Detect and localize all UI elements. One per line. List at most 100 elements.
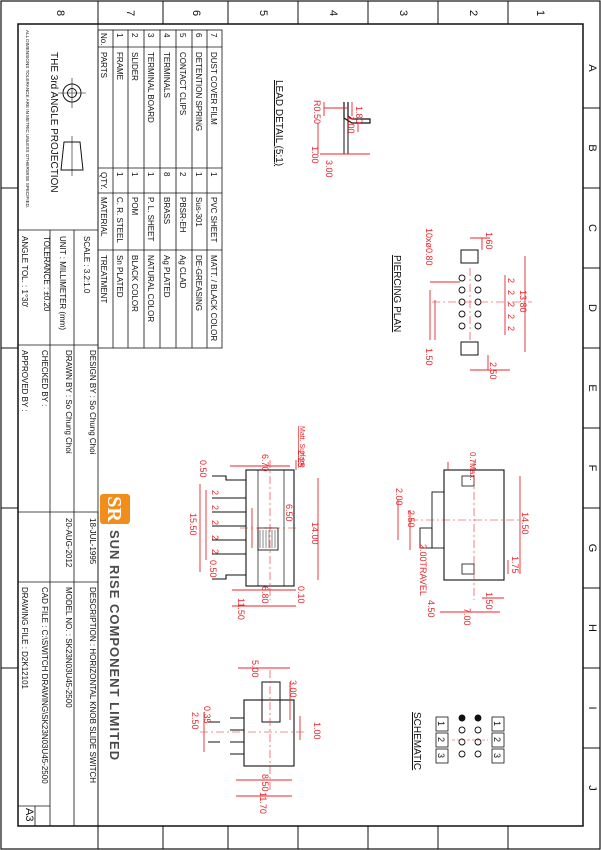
lead-dim-100a: 1.00 — [346, 116, 356, 134]
pierce-hole — [458, 274, 466, 282]
bottom-dim-1170: 11.70 — [258, 792, 268, 814]
zone-labels-top: 8 7 6 5 4 3 2 1 — [54, 10, 546, 16]
zone-8: 8 — [54, 10, 66, 16]
side-view — [199, 460, 319, 607]
approved-by: APPROVED BY : — [20, 350, 29, 412]
projection-note: ALL DIMENSIONS TOLERANCE ARE IN METRIC U… — [25, 30, 30, 208]
parts-cell: TERMINALS — [162, 52, 171, 98]
pierce-dim-holes: 10xø0.80 — [424, 228, 434, 266]
pierce-dim-1380: 13.80 — [518, 290, 528, 313]
parts-cell: 1 — [146, 172, 155, 177]
parts-table-header: No. PARTS QTY. MATERIAL TREATMENT — [99, 33, 108, 303]
pierce-dim-160: 1.60 — [484, 232, 494, 250]
date-drawn: 20-AUG-2012 — [64, 518, 73, 568]
pierce-dim-150: 1.50 — [424, 348, 434, 366]
unit-text: UNIT : MILLIMETER (mm) — [58, 236, 67, 330]
pierce-hole — [474, 322, 482, 330]
parts-cell: 2 — [130, 33, 139, 38]
side-pitch: 2 — [210, 490, 220, 495]
col-treatment: TREATMENT — [99, 255, 108, 303]
title-block — [18, 24, 99, 826]
parts-cell: SLIDER — [130, 52, 139, 81]
matt-surface-label: Matt. Surface — [298, 426, 305, 468]
col-parts: PARTS — [99, 52, 108, 78]
zone-4: 4 — [327, 10, 339, 16]
side-dim-010: 0.10 — [296, 586, 306, 604]
zone-g: G — [586, 544, 598, 553]
model-no: MODEL NO. : SK23N03U45-2500 — [64, 587, 73, 708]
pierce-pitch: 2 — [506, 290, 516, 295]
company-logo: SR — [100, 494, 130, 524]
side-dim-1150: 11.50 — [236, 598, 246, 620]
zone-2: 2 — [467, 10, 479, 16]
lead-dim-r050: R0.50 — [312, 100, 322, 124]
bottom-view — [200, 667, 306, 797]
bottom-dim-250: 2.50 — [190, 712, 200, 730]
parts-cell: FRAME — [115, 52, 124, 80]
parts-cell: Sn PLATED — [115, 255, 124, 298]
side-pitch-labels: 2 2 2 2 2 — [210, 490, 220, 554]
pierce-dim-250: 2.50 — [488, 362, 498, 380]
parts-cell: C. R. STEEL — [115, 197, 124, 243]
parts-cell: BRASS — [162, 197, 171, 224]
piercing-title: PIERCING PLAN — [391, 255, 402, 332]
zone-1: 1 — [534, 10, 546, 16]
parts-cell: PBSR-EH — [178, 197, 187, 233]
zone-e: E — [586, 384, 598, 391]
pierce-pitch: 2 — [506, 326, 516, 331]
front-dim-150: 1.50 — [484, 592, 494, 610]
bottom-dim-300: 3.00 — [288, 680, 298, 698]
schematic-contact — [458, 726, 466, 734]
schematic-contact — [458, 750, 466, 758]
front-dim-250: 2.50 — [406, 510, 416, 528]
pierce-pitch-labels: 2 2 2 2 2 — [506, 278, 516, 331]
zone-j: J — [586, 785, 598, 791]
schematic-contact — [474, 726, 482, 734]
schematic-contact — [458, 738, 466, 746]
front-view — [397, 460, 521, 613]
front-dim-175: 1.75 — [510, 556, 520, 574]
side-dim-1550: 15.50 — [188, 513, 198, 536]
parts-cell: Ag CLAD — [178, 255, 187, 289]
schem-label: 3 — [492, 753, 502, 758]
schematic-contact — [474, 750, 482, 758]
pierce-hole — [474, 310, 482, 318]
projection-symbol — [58, 78, 86, 176]
parts-cell: BLACK COLOR — [130, 255, 139, 312]
date-design: 18-JUL-1995 — [88, 518, 97, 565]
parts-cell: CONTACT CLIPS — [178, 52, 187, 115]
pierce-hole — [458, 286, 466, 294]
tolerance-line: TOLERANCE : ±0.20 — [42, 236, 51, 312]
side-dim-670: 6.70 — [260, 454, 270, 472]
drawn-by: DRAWN BY : So Chung Choi — [64, 350, 73, 454]
parts-cell: 1 — [209, 172, 218, 177]
schem-label: 1 — [492, 721, 502, 726]
zone-3: 3 — [397, 10, 409, 16]
side-dim-1400: 14.00 — [310, 522, 320, 545]
parts-cell: DUST COVER FILM — [209, 52, 218, 125]
schematic-title: SCHEMATIC — [411, 712, 422, 770]
parts-cell: 8 — [162, 172, 171, 177]
parts-cell: Sus-301 — [194, 197, 203, 227]
parts-cell: DETENTION SPRING — [194, 52, 203, 131]
col-qty: QTY. — [99, 172, 108, 190]
front-dim-700: 7.00 — [462, 608, 472, 626]
col-no: No. — [99, 33, 108, 45]
cad-file: CAD FILE : C:\SWITCH DRAWING\SK23N03U45-… — [40, 587, 49, 784]
parts-cell: 1 — [115, 172, 124, 177]
schematic-contact — [474, 738, 482, 746]
parts-cell: 1 — [130, 172, 139, 177]
parts-cell: 6 — [194, 33, 203, 38]
zone-c: C — [586, 224, 598, 232]
zone-b: B — [586, 144, 598, 151]
schematic-contact — [458, 714, 466, 722]
lead-detail-view — [317, 102, 371, 155]
schematic-contact — [474, 714, 482, 722]
schem-label: 3 — [436, 753, 446, 758]
design-by: DESIGN BY : So Chung Choi — [88, 350, 97, 455]
schematic-diagram — [435, 714, 505, 764]
zone-a: A — [586, 64, 598, 72]
parts-cell: 7 — [209, 33, 218, 38]
svg-text:SR: SR — [103, 496, 125, 522]
